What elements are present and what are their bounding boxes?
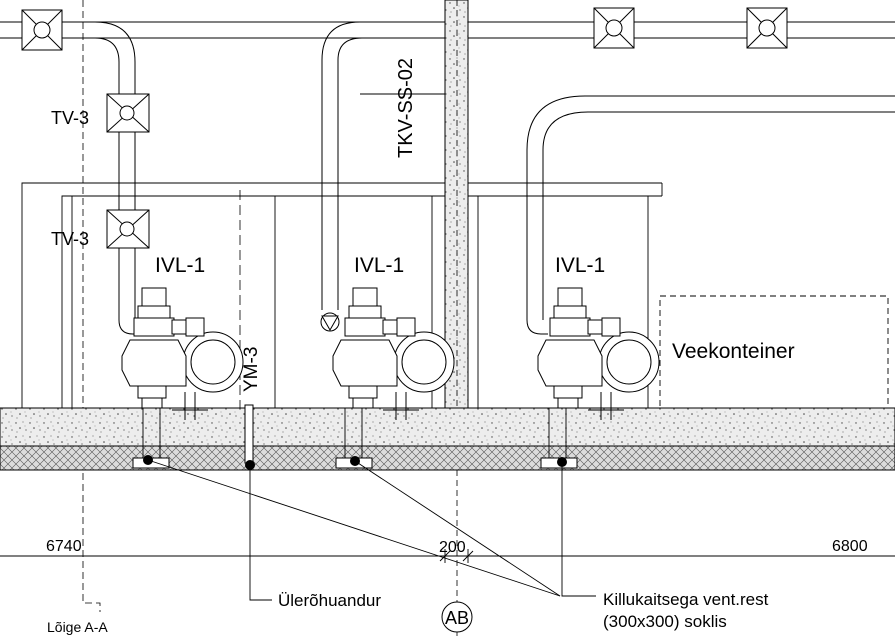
tv3-lower-label: TV-3 <box>51 229 89 249</box>
ceiling-damper-mid <box>593 7 635 49</box>
section-mark-label: Lõige A-A <box>47 619 108 635</box>
unit-3-label: IVL-1 <box>555 254 605 277</box>
unit-2-label: IVL-1 <box>354 254 404 277</box>
dimension-left-label: 6740 <box>46 538 82 555</box>
pressure-relief-label: Ülerõhuandur <box>278 591 381 610</box>
vent-grille-label-line2: (300x300) soklis <box>603 612 727 631</box>
ceiling-damper-left <box>21 9 63 51</box>
ceiling-damper-right <box>746 7 788 49</box>
unit-2-drawing <box>332 287 455 420</box>
duct-1 <box>62 21 136 320</box>
duct-3 <box>526 95 895 320</box>
dimension-mid-label: 200 <box>439 539 466 556</box>
ym3-label: YM-3 <box>241 347 262 392</box>
ym3-tube <box>244 404 254 464</box>
unit-1-label: IVL-1 <box>155 254 205 277</box>
dimension-right-label: 6800 <box>832 538 868 555</box>
leader-lines <box>147 93 596 601</box>
floor-slab <box>0 407 895 447</box>
grid-axis-bubble <box>441 601 473 633</box>
water-container-label: Veekonteiner <box>672 340 795 363</box>
unit-1-drawing <box>121 287 244 420</box>
section-cut-line <box>82 0 101 612</box>
room-outlines <box>21 182 663 408</box>
duct-2 <box>321 21 445 310</box>
tv3-upper-label: TV-3 <box>51 108 89 128</box>
dimension-line <box>0 549 895 563</box>
slab-sleeves <box>142 408 567 460</box>
pipe-tag-label: TKV-SS-02 <box>395 58 417 158</box>
vent-grille-label-line1: Killukaitsega vent.rest <box>603 590 769 609</box>
tv3-damper-upper <box>106 93 150 133</box>
tv3-damper-lower <box>106 209 150 249</box>
unit-3-drawing <box>537 287 660 420</box>
grid-axis-label: AB <box>445 608 469 628</box>
